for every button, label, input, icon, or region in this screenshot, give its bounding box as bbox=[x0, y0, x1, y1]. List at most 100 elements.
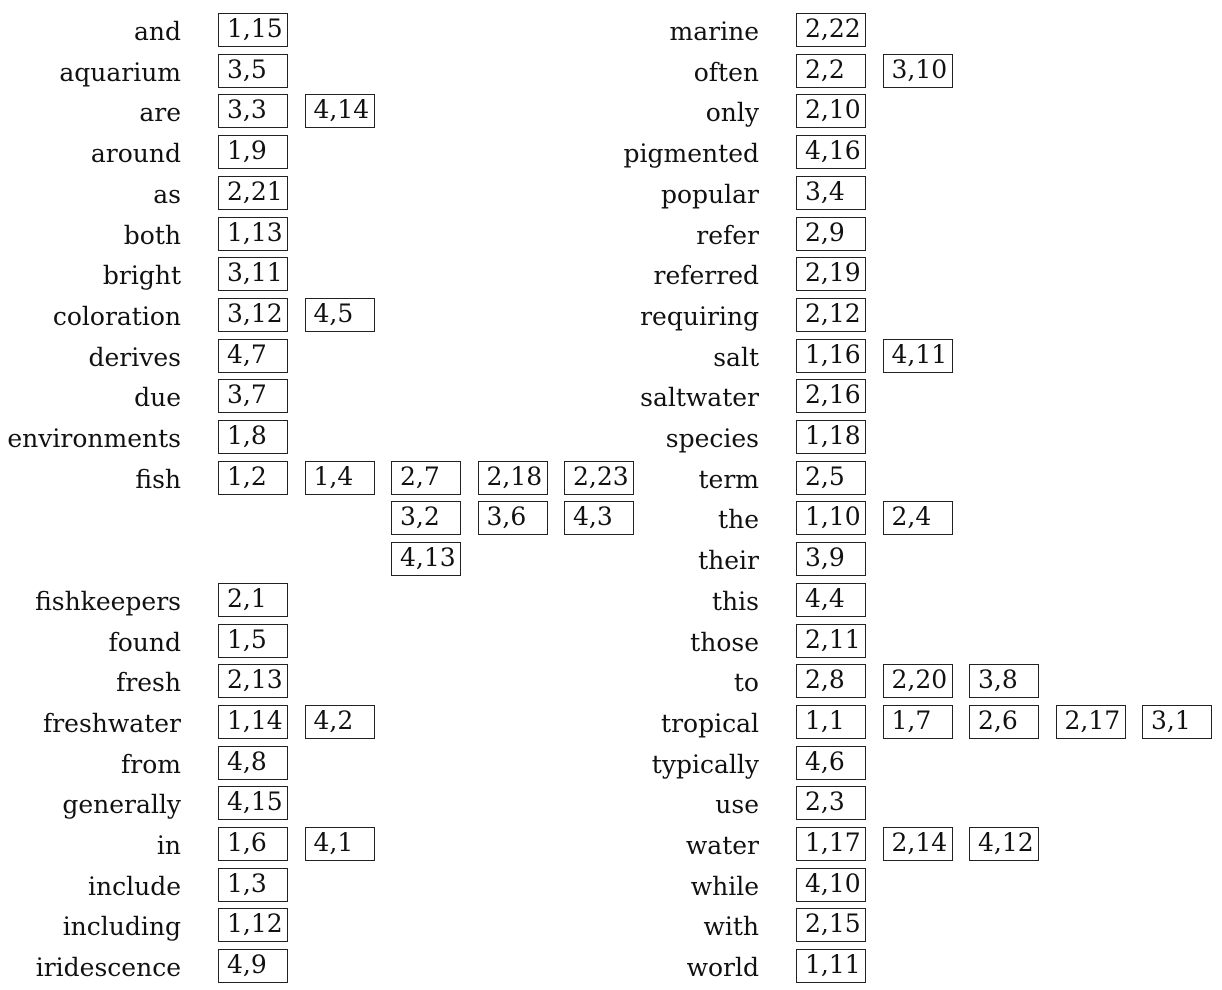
posting-box: 4,2 bbox=[304, 704, 375, 739]
index-term: and bbox=[133, 17, 181, 46]
posting-box: 1,10 bbox=[796, 501, 866, 536]
posting-box: 4,5 bbox=[304, 297, 375, 332]
posting-box: 4,15 bbox=[218, 786, 288, 821]
index-term: water bbox=[685, 831, 759, 860]
index-term: environments bbox=[7, 424, 181, 453]
index-term: bright bbox=[102, 261, 181, 291]
posting-box: 2,5 bbox=[796, 460, 866, 495]
posting-box: 4,14 bbox=[304, 94, 375, 129]
index-term: fish bbox=[135, 464, 181, 494]
index-term: marine bbox=[669, 17, 759, 46]
index-term: term bbox=[698, 464, 760, 494]
index-term: saltwater bbox=[640, 383, 759, 413]
index-term: iridescence bbox=[35, 953, 181, 983]
posting-box: 2,14 bbox=[882, 827, 953, 861]
index-term: generally bbox=[62, 790, 181, 820]
index-term: popular bbox=[660, 179, 759, 209]
index-term: from bbox=[121, 749, 181, 779]
posting-box: 4,11 bbox=[882, 338, 953, 373]
posting-box: 1,11 bbox=[796, 949, 866, 984]
posting-box: 2,19 bbox=[796, 257, 866, 292]
posting-box: 4,10 bbox=[796, 867, 866, 902]
posting-box: 1,17 bbox=[796, 827, 866, 861]
posting-box: 2,21 bbox=[218, 175, 288, 210]
posting-box: 1,5 bbox=[218, 623, 288, 658]
index-term: both bbox=[123, 220, 181, 250]
posting-box: 2,1 bbox=[218, 582, 288, 617]
posting-box: 2,11 bbox=[796, 623, 866, 658]
posting-box: 1,18 bbox=[796, 420, 866, 454]
index-term: around bbox=[90, 139, 181, 169]
posting-box: 2,12 bbox=[796, 297, 866, 332]
posting-box: 2,17 bbox=[1055, 704, 1126, 739]
index-term: fresh bbox=[116, 668, 181, 698]
posting-box: 4,12 bbox=[969, 827, 1039, 861]
index-term: refer bbox=[696, 220, 759, 250]
posting-box: 2,8 bbox=[796, 664, 866, 699]
posting-box: 3,7 bbox=[218, 379, 288, 414]
index-term: species bbox=[665, 424, 759, 453]
posting-box: 2,16 bbox=[796, 379, 866, 414]
posting-box: 4,13 bbox=[391, 542, 461, 577]
posting-box: 4,1 bbox=[304, 827, 375, 861]
posting-box: 1,2 bbox=[218, 460, 288, 495]
posting-box: 2,2 bbox=[796, 53, 866, 88]
posting-box: 3,2 bbox=[391, 501, 461, 536]
index-term: the bbox=[718, 505, 759, 535]
posting-box: 2,23 bbox=[564, 460, 634, 495]
posting-box: 4,6 bbox=[796, 745, 866, 780]
posting-box: 2,18 bbox=[477, 460, 548, 495]
index-term: fishkeepers bbox=[35, 586, 181, 616]
posting-box: 1,14 bbox=[218, 704, 288, 739]
posting-box: 1,13 bbox=[218, 216, 288, 251]
posting-box: 2,10 bbox=[796, 94, 866, 129]
index-term: this bbox=[712, 586, 759, 616]
posting-box: 2,9 bbox=[796, 216, 866, 251]
index-term: found bbox=[108, 627, 181, 657]
index-term: to bbox=[733, 668, 759, 698]
index-term: pigmented bbox=[623, 139, 759, 169]
posting-box: 4,7 bbox=[218, 338, 288, 373]
posting-box: 3,8 bbox=[969, 664, 1039, 699]
index-term: their bbox=[698, 546, 759, 576]
posting-box: 3,5 bbox=[218, 53, 288, 88]
posting-box: 3,4 bbox=[796, 175, 866, 210]
posting-box: 2,3 bbox=[796, 786, 866, 821]
posting-box: 1,1 bbox=[796, 704, 866, 739]
posting-box: 2,6 bbox=[969, 704, 1039, 739]
index-term: salt bbox=[713, 342, 759, 372]
posting-box: 4,8 bbox=[218, 745, 288, 780]
posting-box: 1,6 bbox=[218, 827, 288, 861]
index-term: freshwater bbox=[42, 708, 181, 738]
index-term: typically bbox=[651, 749, 759, 779]
posting-box: 1,4 bbox=[304, 460, 375, 495]
index-term: while bbox=[690, 871, 759, 901]
posting-box: 2,13 bbox=[218, 664, 288, 699]
posting-box: 3,11 bbox=[218, 257, 288, 292]
posting-box: 2,22 bbox=[796, 13, 866, 47]
posting-box: 3,3 bbox=[218, 94, 288, 129]
posting-box: 3,10 bbox=[882, 53, 953, 88]
posting-box: 2,20 bbox=[882, 664, 953, 699]
posting-box: 4,4 bbox=[796, 582, 866, 617]
posting-box: 1,16 bbox=[796, 338, 866, 373]
index-term: coloration bbox=[52, 301, 181, 331]
posting-box: 4,9 bbox=[218, 949, 288, 984]
posting-box: 2,7 bbox=[391, 460, 461, 495]
posting-box: 3,9 bbox=[796, 542, 866, 577]
posting-box: 4,3 bbox=[564, 501, 634, 536]
index-term: only bbox=[705, 98, 759, 128]
posting-box: 1,15 bbox=[218, 13, 288, 47]
posting-box: 1,8 bbox=[218, 420, 288, 454]
posting-box: 3,1 bbox=[1142, 704, 1212, 739]
index-term: world bbox=[686, 953, 759, 983]
index-term: include bbox=[88, 871, 181, 901]
index-term: as bbox=[153, 179, 181, 209]
index-term: use bbox=[715, 790, 759, 820]
index-term: derives bbox=[88, 342, 182, 372]
posting-box: 1,3 bbox=[218, 867, 288, 902]
posting-box: 4,16 bbox=[796, 135, 866, 170]
posting-box: 2,4 bbox=[882, 501, 953, 536]
index-term: those bbox=[690, 627, 759, 657]
